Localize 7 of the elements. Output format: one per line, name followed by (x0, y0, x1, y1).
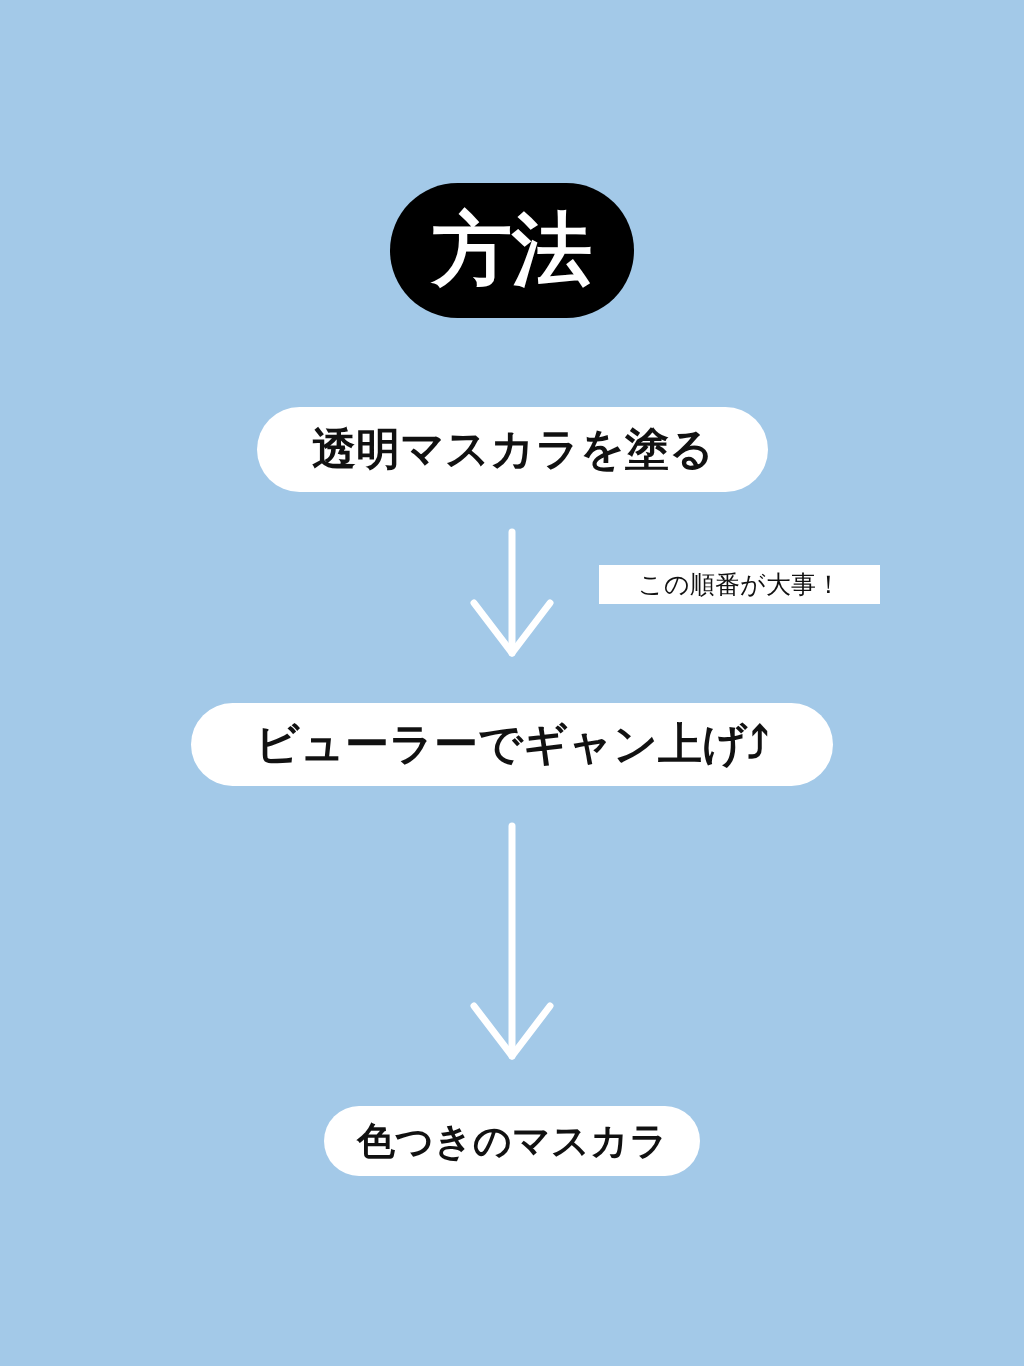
step-box: 透明マスカラを塗る (257, 407, 768, 492)
step-box: ビューラーでギャン上げ⤴ (191, 703, 833, 786)
arrow (470, 822, 554, 1060)
title-heading: 方法 (390, 183, 634, 318)
step-box: 色つきのマスカラ (324, 1106, 700, 1176)
note-label: この順番が大事！ (599, 565, 880, 604)
arrow (470, 528, 554, 657)
